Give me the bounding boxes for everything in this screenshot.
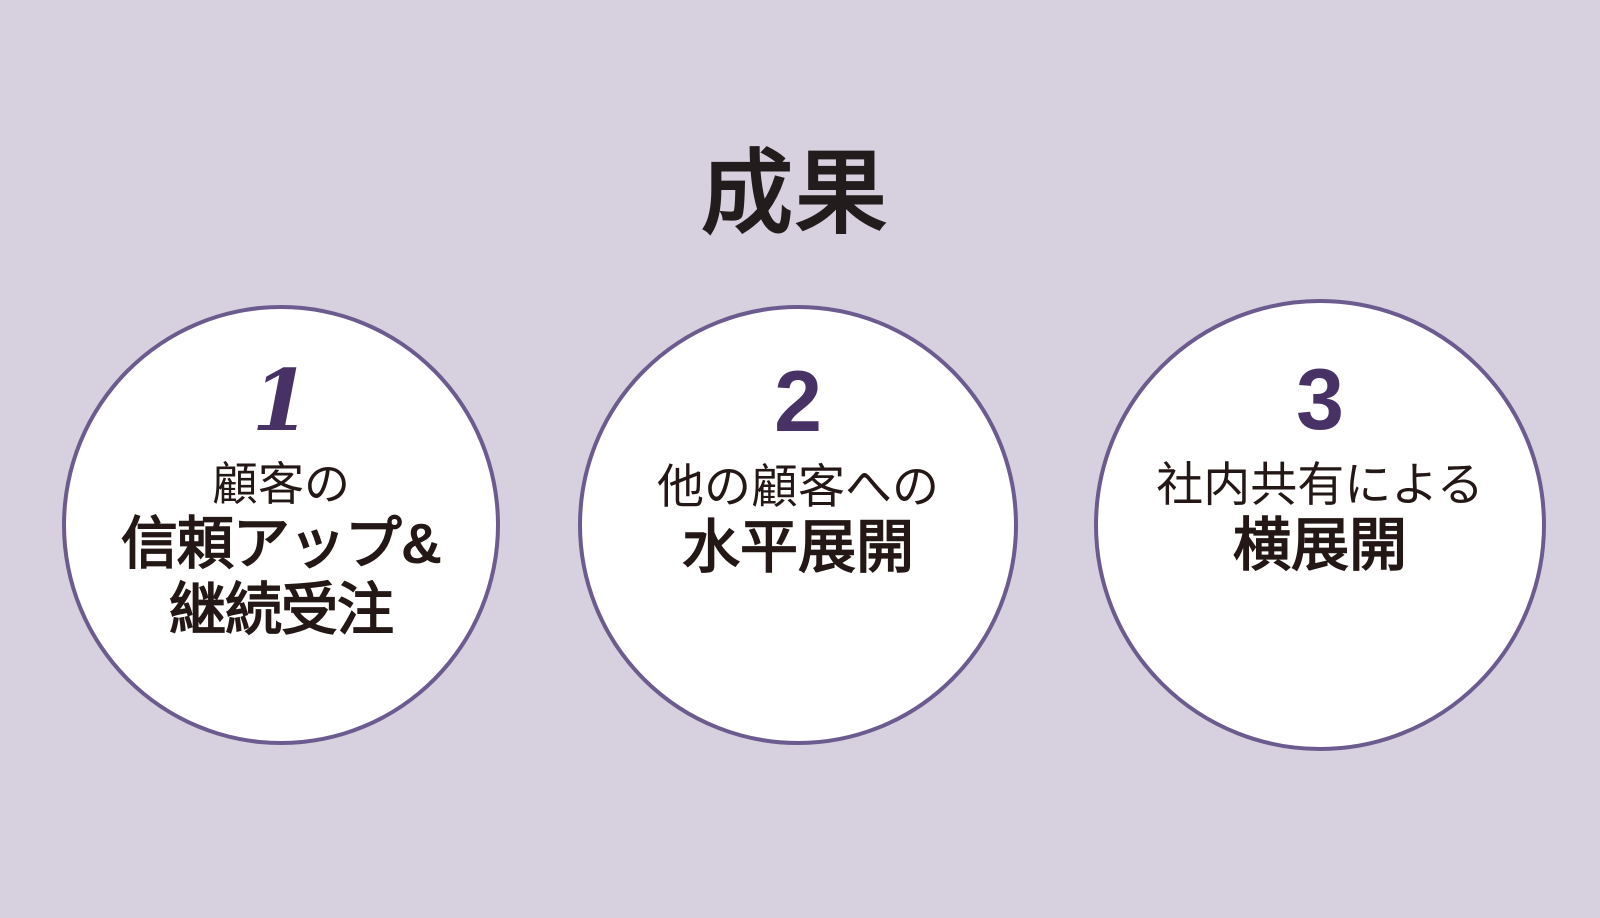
outcome-text-3: 社内共有による 横展開 [1098, 457, 1542, 580]
outcome-3-line-1: 社内共有による [1156, 458, 1484, 511]
outcome-text-1: 顧客の 信頼アップ& 継続受注 [66, 457, 496, 643]
page-title: 成果 [0, 146, 1600, 243]
outcome-circle-2[interactable]: 2 他の顧客への 水平展開 [578, 305, 1018, 745]
outcome-number-2: 2 [774, 354, 822, 450]
outcome-1-line-2: 信頼アップ& [120, 512, 442, 577]
outcome-number-3: 3 [1296, 352, 1344, 448]
page-title-text: 成果 [700, 143, 889, 245]
outcome-3-line-2: 横展開 [1232, 513, 1407, 579]
outcome-2-line-2: 水平展開 [681, 515, 914, 581]
outcome-1-line-3: 継続受注 [169, 578, 394, 643]
outcome-number-1: 1 [251, 351, 311, 450]
outcome-text-2: 他の顧客への 水平展開 [582, 459, 1014, 582]
outcome-circle-3[interactable]: 3 社内共有による 横展開 [1094, 299, 1546, 751]
outcome-1-line-1: 顧客の [212, 458, 350, 510]
outcome-circle-1[interactable]: 1 顧客の 信頼アップ& 継続受注 [62, 305, 500, 745]
outcome-2-line-1: 他の顧客への [657, 460, 939, 513]
